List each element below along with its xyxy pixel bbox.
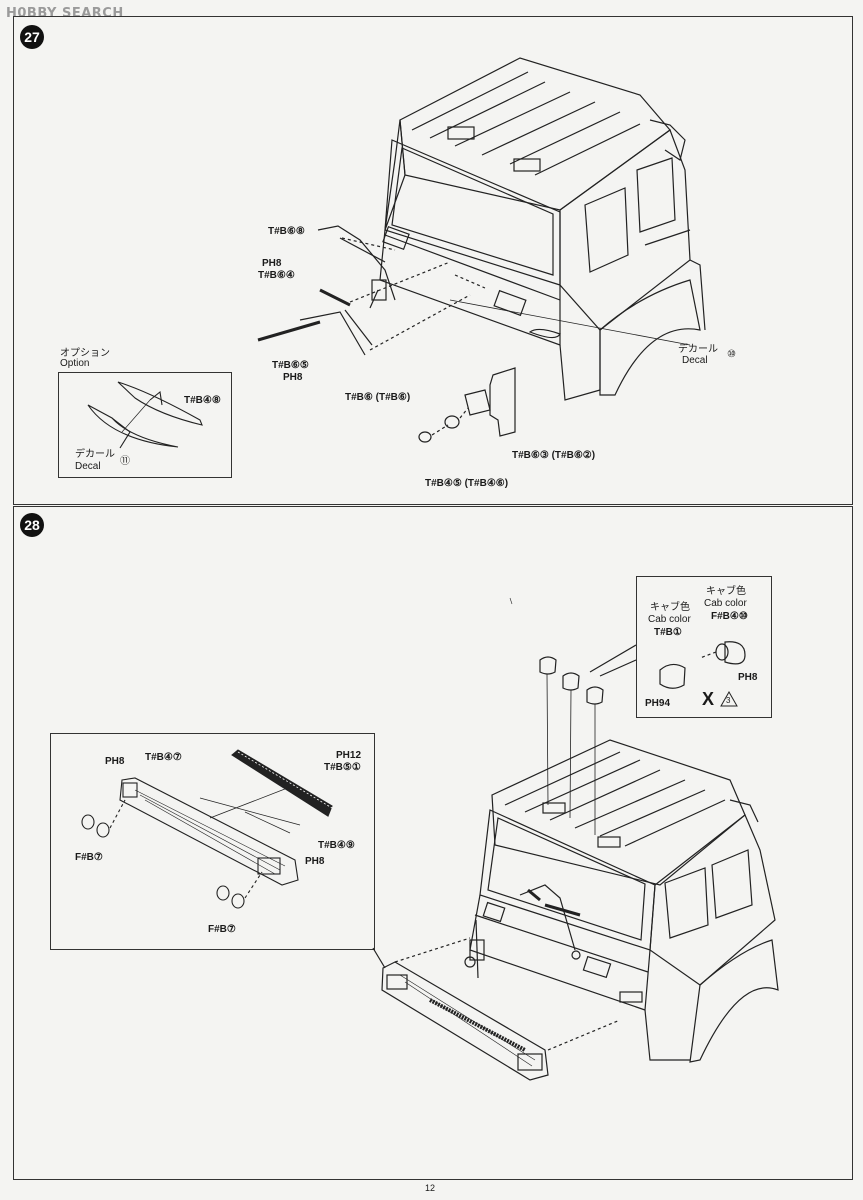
label-tb64: T#B⑥④ [258,270,295,281]
option-title-jp: オプション [60,348,110,359]
label-tb6: T#B⑥ (T#B⑥) [345,392,411,403]
inset-label-ph12: PH12 [336,750,362,761]
marker-light-box [636,576,772,718]
inset-label-fb7-a: F#B⑦ [75,852,103,863]
inset-label-fb7-b: F#B⑦ [208,924,236,935]
option-decal-num: ⑪ [120,456,130,467]
step28-number: 28 [20,513,44,537]
inset-label-tb51: T#B⑤① [324,762,361,773]
marker-label-tb1: T#B① [654,627,682,638]
option-box [58,372,232,478]
label-tb45: T#B④⑤ (T#B④⑥) [425,478,509,489]
label-tb68: T#B⑥⑧ [268,226,305,237]
label-decal10-en: Decal [682,355,708,366]
option-title-en: Option [60,358,90,369]
marker-cab-color-jp-2: キャブ色 [650,602,690,613]
marker-cab-color-en-1: Cab color [704,598,747,609]
marker-qty-x: X [702,689,715,709]
watermark: H0BBY SEARCH [6,6,124,21]
inset-label-ph8-b: PH8 [305,856,325,867]
marker-cab-color-en-2: Cab color [648,614,691,625]
option-decal-jp: デカール [75,449,115,460]
option-label-tb48: T#B④⑧ [184,395,221,406]
marker-label-ph8: PH8 [738,672,758,683]
step28-frame [13,506,853,1180]
marker-label-ph94: PH94 [645,698,671,709]
label-decal10-jp: デカール [678,344,718,355]
inset-label-ph8-a: PH8 [105,756,125,767]
label-decal10-num: ⑩ [727,349,736,360]
marker-label-fb40: F#B④⑩ [711,611,748,622]
step27-frame [13,16,853,505]
label-ph8-b: PH8 [283,372,303,383]
label-tb65: T#B⑥⑤ [272,360,309,371]
option-decal-en: Decal [75,461,101,472]
page-number: 12 [425,1183,436,1193]
inset-label-tb49: T#B④⑨ [318,840,355,851]
inset-label-tb47: T#B④⑦ [145,752,182,763]
marker-cab-color-jp-1: キャブ色 [706,586,746,597]
marker-qty-num: 3 [726,696,731,705]
label-ph8-a: PH8 [262,258,282,269]
bumper-inset-box [50,733,375,950]
step27-number: 27 [20,25,44,49]
label-tb63: T#B⑥③ (T#B⑥②) [512,450,596,461]
